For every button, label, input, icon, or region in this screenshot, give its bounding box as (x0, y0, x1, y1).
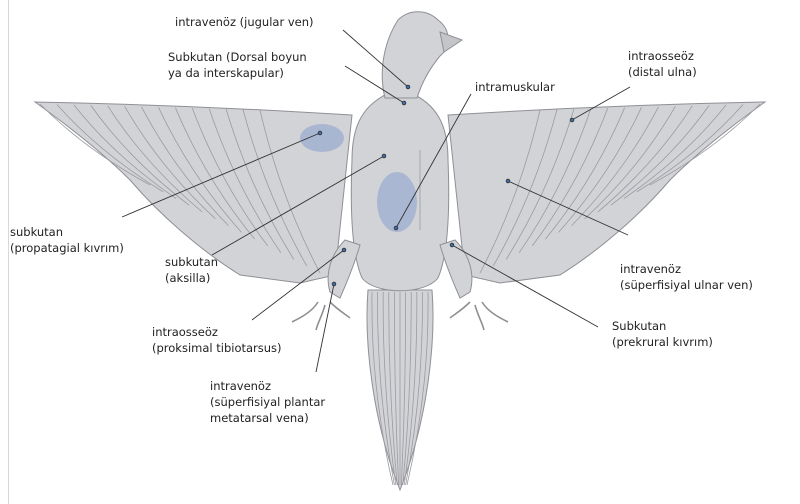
point-prekrural (450, 243, 454, 247)
right-wing (448, 102, 765, 283)
label-jugular-line-1: intravenöz (jugular ven) (175, 14, 314, 30)
head (382, 12, 448, 98)
label-dorsal-neck: Subkutan (Dorsal boyun ya da interskapul… (168, 49, 307, 81)
label-tibiotarsus-line-2: (proksimal tibiotarsus) (152, 340, 282, 356)
label-plantar-line-1: intravenöz (210, 378, 325, 394)
label-ulnar-vein-line-2: (süperfisiyal ulnar ven) (620, 277, 753, 293)
label-dorsal-neck-line-2: ya da interskapular) (168, 65, 307, 81)
point-tibiotarsus (342, 248, 346, 252)
leader-plantar (316, 284, 334, 372)
label-prekrural-line-2: (prekrural kıvrım) (612, 334, 713, 350)
label-dorsal-neck-line-1: Subkutan (Dorsal boyun (168, 49, 307, 65)
label-tibiotarsus: intraosseöz (proksimal tibiotarsus) (152, 324, 282, 356)
label-plantar: intravenöz (süperfisiyal plantar metatar… (210, 378, 325, 426)
point-plantar (332, 282, 336, 286)
label-propatagial-line-2: (propatagial kıvrım) (10, 240, 124, 256)
label-intramuscular: intramuskular (475, 79, 555, 95)
point-intramuscular (394, 226, 398, 230)
label-axilla-line-2: (aksilla) (165, 270, 218, 286)
label-distal-ulna: intraosseöz (distal ulna) (628, 48, 697, 80)
beak (440, 32, 462, 52)
label-distal-ulna-line-2: (distal ulna) (628, 64, 697, 80)
point-jugular (406, 85, 410, 89)
label-axilla-line-1: subkutan (165, 254, 218, 270)
label-ulnar-vein-line-1: intravenöz (620, 261, 753, 277)
label-prekrural-line-1: Subkutan (612, 318, 713, 334)
label-propatagial: subkutan (propatagial kıvrım) (10, 224, 124, 256)
left-foot (292, 302, 350, 330)
label-axilla: subkutan (aksilla) (165, 254, 218, 286)
point-distal-ulna (570, 118, 574, 122)
right-foot (450, 302, 508, 330)
label-tibiotarsus-line-1: intraosseöz (152, 324, 282, 340)
label-jugular: intravenöz (jugular ven) (175, 14, 314, 30)
point-dorsal-neck (402, 101, 406, 105)
label-ulnar-vein: intravenöz (süperfisiyal ulnar ven) (620, 261, 753, 293)
label-plantar-line-3: metatarsal vena) (210, 410, 325, 426)
label-plantar-line-2: (süperfisiyal plantar (210, 394, 325, 410)
point-propatagial (318, 131, 322, 135)
point-axilla (382, 154, 386, 158)
label-distal-ulna-line-1: intraosseöz (628, 48, 697, 64)
label-intramuscular-line-1: intramuskular (475, 79, 555, 95)
label-propatagial-line-1: subkutan (10, 224, 124, 240)
injection-site-propatagial (300, 124, 344, 152)
label-prekrural: Subkutan (prekrural kıvrım) (612, 318, 713, 350)
point-ulnar-vein (506, 179, 510, 183)
